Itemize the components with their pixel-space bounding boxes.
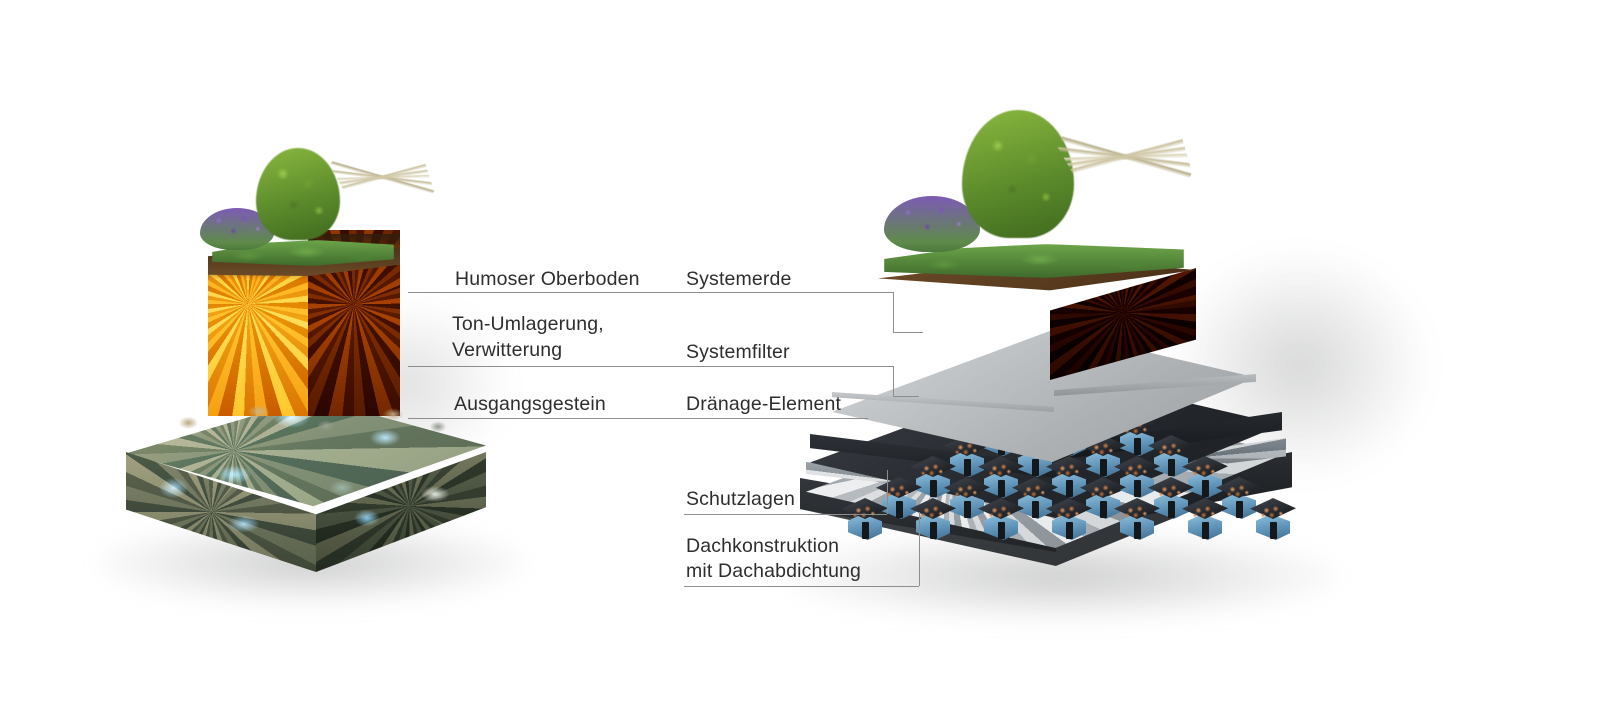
drainage-support-peg: [998, 522, 1005, 539]
drainage-aggregate-fill: [1022, 483, 1048, 499]
drainage-aggregate-fill: [1124, 504, 1150, 520]
drainage-support-peg: [964, 501, 971, 518]
label-systemerde: Systemerde: [686, 268, 792, 290]
shrub-plant-left: [256, 148, 340, 240]
drainage-support-peg: [1202, 480, 1209, 497]
connector-dachkonstruktion-horizontal: [684, 586, 919, 587]
label-humoser-oberboden: Humoser Oberboden: [455, 268, 640, 290]
drainage-aggregate-fill: [1124, 462, 1150, 478]
drainage-support-peg: [1134, 438, 1141, 455]
drainage-support-peg: [1202, 522, 1209, 539]
drainage-support-peg: [1100, 501, 1107, 518]
label-ton-umlagerung: Ton-Umlagerung,: [452, 313, 604, 335]
natural-soil-profile-illustration: [0, 0, 526, 620]
drainage-aggregate-fill: [886, 483, 912, 499]
drainage-support-peg: [964, 459, 971, 476]
connector-systemfilter-stub: [893, 396, 919, 397]
drainage-aggregate-fill: [1260, 504, 1286, 520]
drainage-support-peg: [1236, 501, 1243, 518]
drainage-support-peg: [930, 480, 937, 497]
drainage-aggregate-fill: [1090, 441, 1116, 457]
drainage-aggregate-fill: [1056, 462, 1082, 478]
drainage-support-peg: [1134, 522, 1141, 539]
shrub-plant-right: [962, 110, 1074, 238]
drainage-support-peg: [1066, 480, 1073, 497]
label-dachkonstruktion: Dachkonstruktion: [686, 535, 840, 557]
drainage-support-peg: [1032, 501, 1039, 518]
drainage-aggregate-fill: [988, 504, 1014, 520]
label-mit-dachabdichtung: mit Dachabdichtung: [686, 560, 862, 582]
connector-systemfilter-vertical: [893, 366, 894, 396]
drainage-aggregate-fill: [988, 462, 1014, 478]
connector-systemerde-vertical: [893, 292, 894, 332]
connector-draenage-element: [676, 418, 868, 419]
drainage-aggregate-fill: [1056, 504, 1082, 520]
drainage-aggregate-fill: [954, 483, 980, 499]
drainage-aggregate-fill: [1192, 462, 1218, 478]
soil-column-front-face: [208, 256, 308, 416]
drainage-support-peg: [998, 480, 1005, 497]
connector-ton-umlagerung: [408, 366, 894, 367]
drainage-aggregate-fill: [1158, 483, 1184, 499]
drainage-support-peg: [1168, 459, 1175, 476]
drainage-aggregate-fill: [920, 504, 946, 520]
connector-humoser-oberboden: [408, 292, 894, 293]
connector-dachkonstruktion-vertical: [919, 512, 920, 586]
connector-schutzlagen-horizontal: [684, 514, 887, 515]
drainage-support-peg: [862, 522, 869, 539]
drainage-support-peg: [1100, 459, 1107, 476]
drainage-aggregate-fill: [1158, 441, 1184, 457]
drainage-support-peg: [1032, 459, 1039, 476]
drainage-support-peg: [930, 522, 937, 539]
drainage-support-peg: [1134, 480, 1141, 497]
label-verwitterung: Verwitterung: [452, 339, 563, 361]
ornamental-grass-left: [330, 118, 434, 244]
drainage-aggregate-fill: [852, 504, 878, 520]
label-draenage-element: Dränage-Element: [686, 393, 842, 415]
drainage-aggregate-fill: [1226, 483, 1252, 499]
drainage-support-peg: [1168, 501, 1175, 518]
lavender-plant-right: [884, 196, 980, 252]
ornamental-grass-right: [1058, 74, 1192, 250]
label-schutzlagen: Schutzlagen: [686, 488, 795, 510]
connector-ausgangsgestein: [408, 418, 868, 419]
drainage-aggregate-fill: [1192, 504, 1218, 520]
drainage-support-peg: [896, 501, 903, 518]
drainage-aggregate-fill: [954, 441, 980, 457]
drainage-aggregate-fill: [920, 462, 946, 478]
connector-schutzlagen-vertical: [887, 470, 888, 514]
green-roof-buildup-illustration: [780, 0, 1540, 640]
label-systemfilter: Systemfilter: [686, 341, 790, 363]
connector-systemerde-stub: [893, 332, 923, 333]
drainage-support-peg: [1066, 522, 1073, 539]
drainage-support-peg: [1270, 522, 1277, 539]
drainage-aggregate-fill: [1090, 483, 1116, 499]
label-ausgangsgestein: Ausgangsgestein: [454, 393, 606, 415]
